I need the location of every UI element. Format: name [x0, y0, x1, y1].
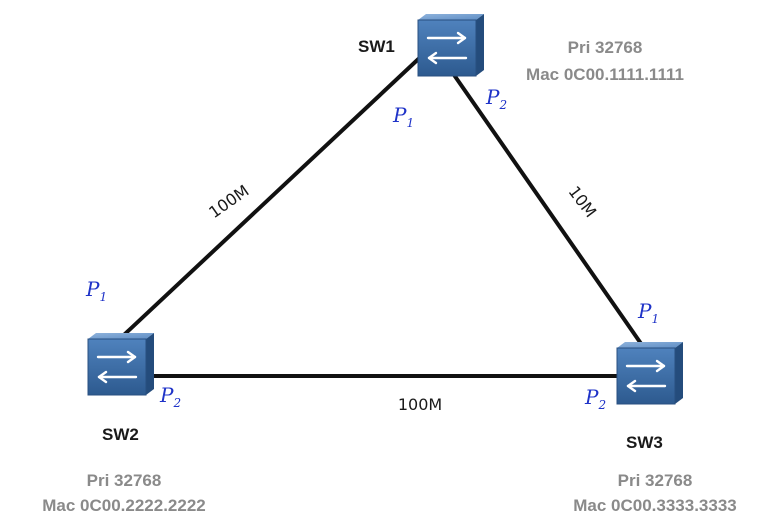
- link-label-sw1-sw2: 100M: [205, 181, 252, 222]
- sw1-name: SW1: [358, 37, 395, 56]
- sw2-mac: Mac 0C00.2222.2222: [42, 496, 206, 515]
- sw3-port-p1: P1: [637, 299, 659, 326]
- sw3-priority: Pri 32768: [618, 471, 693, 490]
- switch-sw2[interactable]: SW2 Pri 32768 Mac 0C00.2222.2222 P1 P2: [42, 277, 206, 515]
- network-switch-icon: [615, 340, 685, 406]
- sw1-port-p1: P1: [392, 103, 414, 130]
- sw2-port-p2: P2: [159, 383, 181, 410]
- switch-sw1[interactable]: SW1 Pri 32768 Mac 0C00.1111.1111 P1 P2: [358, 12, 684, 130]
- sw1-mac: Mac 0C00.1111.1111: [526, 65, 684, 84]
- sw3-port-p2: P2: [584, 385, 606, 412]
- sw3-mac: Mac 0C00.3333.3333: [573, 496, 737, 515]
- sw2-priority: Pri 32768: [87, 471, 162, 490]
- link-label-sw1-sw3: 10M: [565, 182, 601, 221]
- sw2-port-p1: P1: [85, 277, 107, 304]
- sw1-port-p2: P2: [485, 85, 507, 112]
- network-switch-icon: [416, 12, 486, 78]
- sw2-name: SW2: [102, 425, 139, 444]
- switch-sw3[interactable]: SW3 Pri 32768 Mac 0C00.3333.3333 P1 P2: [573, 299, 737, 515]
- network-switch-icon: [86, 331, 156, 397]
- link-label-sw2-sw3: 100M: [398, 395, 442, 414]
- sw1-priority: Pri 32768: [568, 38, 643, 57]
- link-sw1-sw3: [450, 70, 644, 347]
- link-sw1-sw2: [108, 48, 430, 350]
- sw3-name: SW3: [626, 433, 663, 452]
